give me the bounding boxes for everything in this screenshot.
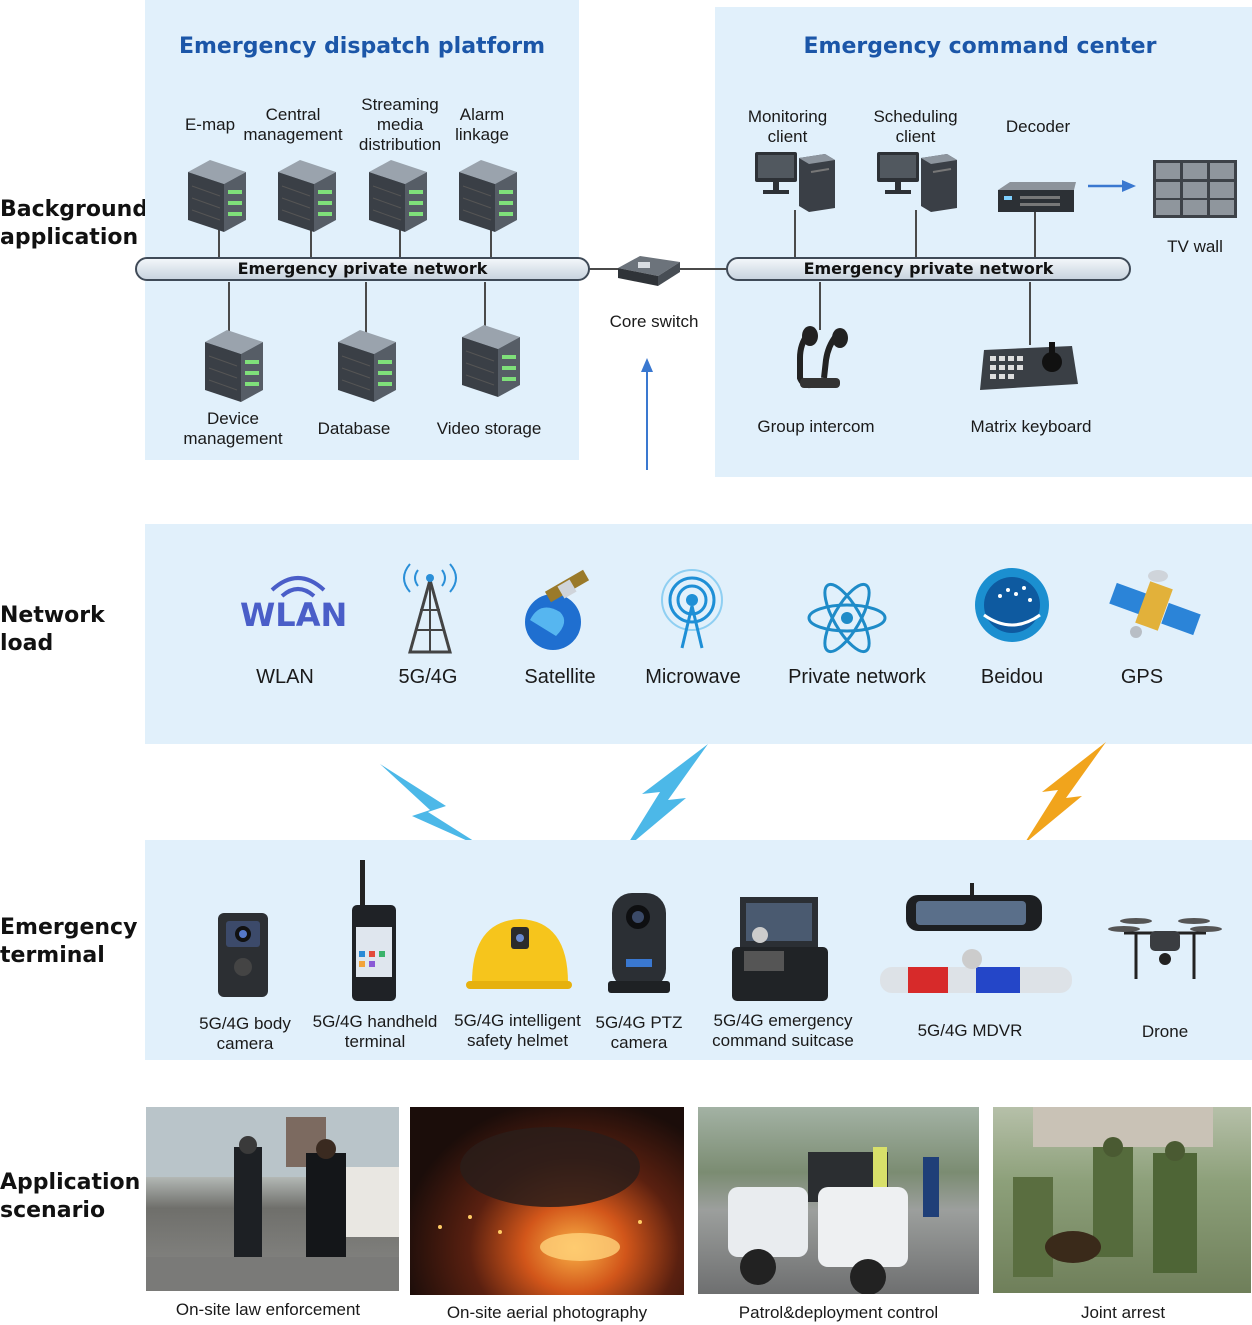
satellite-icon — [525, 569, 590, 650]
scenario-caption-law-enforcement: On-site law enforcement — [175, 1300, 361, 1319]
matrix-keyboard-icon — [980, 342, 1078, 390]
server-icon — [277, 159, 337, 233]
network-label-private-network: Private network — [788, 666, 926, 688]
lightning-bolt-icon — [380, 764, 488, 850]
section-label-background: Background application — [0, 197, 149, 250]
server-label-central-management: Central management — [243, 105, 343, 144]
scenario-photo-law-enforcement — [146, 1107, 399, 1291]
section-label-scenario: Application scenario — [0, 1170, 141, 1223]
command-suitcase-icon — [732, 897, 828, 1001]
server-label-device-management: Device management — [183, 409, 283, 448]
dispatch-bus-label: Emergency private network — [237, 259, 488, 278]
server-icon — [458, 159, 518, 233]
monitoring-client-icon — [754, 151, 836, 213]
decoder-label: Decoder — [1005, 117, 1071, 136]
handheld-terminal-icon — [352, 860, 396, 1001]
lightning-bolt-icon — [624, 744, 708, 850]
decoder-icon — [998, 182, 1076, 212]
network-label-wlan: WLAN — [256, 666, 314, 688]
scheduling-client-label: Scheduling client — [873, 107, 958, 146]
scenario-caption-aerial: On-site aerial photography — [446, 1303, 648, 1322]
server-label-database: Database — [317, 419, 391, 438]
tower-icon — [403, 563, 457, 654]
terminal-label-body-camera: 5G/4G body camera — [199, 1014, 291, 1053]
server-icon — [461, 324, 521, 398]
server-icon — [337, 329, 397, 403]
server-icon — [187, 159, 247, 233]
scenario-caption-joint-arrest: Joint arrest — [1080, 1303, 1166, 1322]
network-label-5g4g: 5G/4G — [398, 666, 458, 688]
scenario-photo-patrol — [698, 1107, 979, 1294]
scenario-photo-aerial — [410, 1107, 684, 1295]
drone-icon — [1108, 918, 1222, 979]
command-center-title: Emergency command center — [803, 34, 1157, 59]
command-private-network-bus: Emergency private network — [726, 257, 1131, 281]
lightning-bolt-icon — [1024, 742, 1106, 844]
server-label-alarm-linkage: Alarm linkage — [455, 105, 509, 144]
server-label-video-storage: Video storage — [436, 419, 542, 438]
command-center-panel — [715, 7, 1252, 477]
terminal-label-ptz: 5G/4G PTZ camera — [595, 1013, 683, 1052]
dispatch-network-graphics — [187, 151, 1237, 470]
server-label-streaming-media: Streaming media distribution — [358, 95, 442, 154]
scenario-photo-joint-arrest — [993, 1107, 1251, 1293]
tv-wall-icon — [1153, 160, 1237, 218]
network-icons: WLAN — [240, 563, 1201, 654]
section-label-terminal: Emergency terminal — [0, 915, 138, 968]
wlan-icon: WLAN — [240, 576, 347, 634]
terminal-label-handheld: 5G/4G handheld terminal — [312, 1012, 438, 1051]
terminal-label-drone: Drone — [1141, 1022, 1189, 1041]
uplink-arrow-icon — [641, 358, 653, 470]
monitoring-client-label: Monitoring client — [747, 107, 828, 146]
mdvr-icon — [880, 883, 1072, 993]
scenario-caption-patrol: Patrol&deployment control — [738, 1303, 939, 1322]
terminal-label-suitcase: 5G/4G emergency command suitcase — [712, 1011, 854, 1050]
wlan-logo-text: WLAN — [240, 596, 347, 634]
tv-wall-label: TV wall — [1167, 237, 1223, 256]
terminal-label-helmet: 5G/4G intelligent safety helmet — [454, 1011, 581, 1050]
gps-satellite-icon — [1109, 570, 1201, 638]
group-intercom-icon — [797, 326, 848, 389]
scheduling-client-icon — [876, 151, 958, 213]
core-switch-icon — [618, 256, 680, 286]
core-switch-label: Core switch — [609, 312, 699, 331]
terminal-label-mdvr: 5G/4G MDVR — [917, 1021, 1023, 1040]
ptz-camera-icon — [608, 893, 670, 993]
beidou-icon — [975, 568, 1049, 642]
wireless-links — [380, 742, 1106, 850]
server-icon — [204, 329, 264, 403]
network-label-gps: GPS — [1120, 666, 1164, 688]
terminal-icons — [218, 860, 1222, 1001]
section-label-network: Network load — [0, 603, 105, 656]
emergency-terminal-panel — [145, 840, 1252, 1060]
body-camera-icon — [218, 913, 268, 997]
network-label-satellite: Satellite — [524, 666, 596, 688]
safety-helmet-icon — [466, 919, 572, 989]
dispatch-private-network-bus: Emergency private network — [135, 257, 590, 281]
decoder-arrow-icon — [1088, 180, 1136, 192]
private-network-icon — [807, 582, 887, 654]
matrix-keyboard-label: Matrix keyboard — [970, 417, 1092, 436]
server-label-emap: E-map — [184, 115, 236, 134]
group-intercom-label: Group intercom — [757, 417, 875, 436]
microwave-icon — [661, 569, 723, 649]
network-label-microwave: Microwave — [645, 666, 741, 688]
command-bus-label: Emergency private network — [803, 259, 1054, 278]
dispatch-platform-title: Emergency dispatch platform — [178, 34, 546, 59]
network-label-beidou: Beidou — [980, 666, 1044, 688]
server-icon — [368, 159, 428, 233]
